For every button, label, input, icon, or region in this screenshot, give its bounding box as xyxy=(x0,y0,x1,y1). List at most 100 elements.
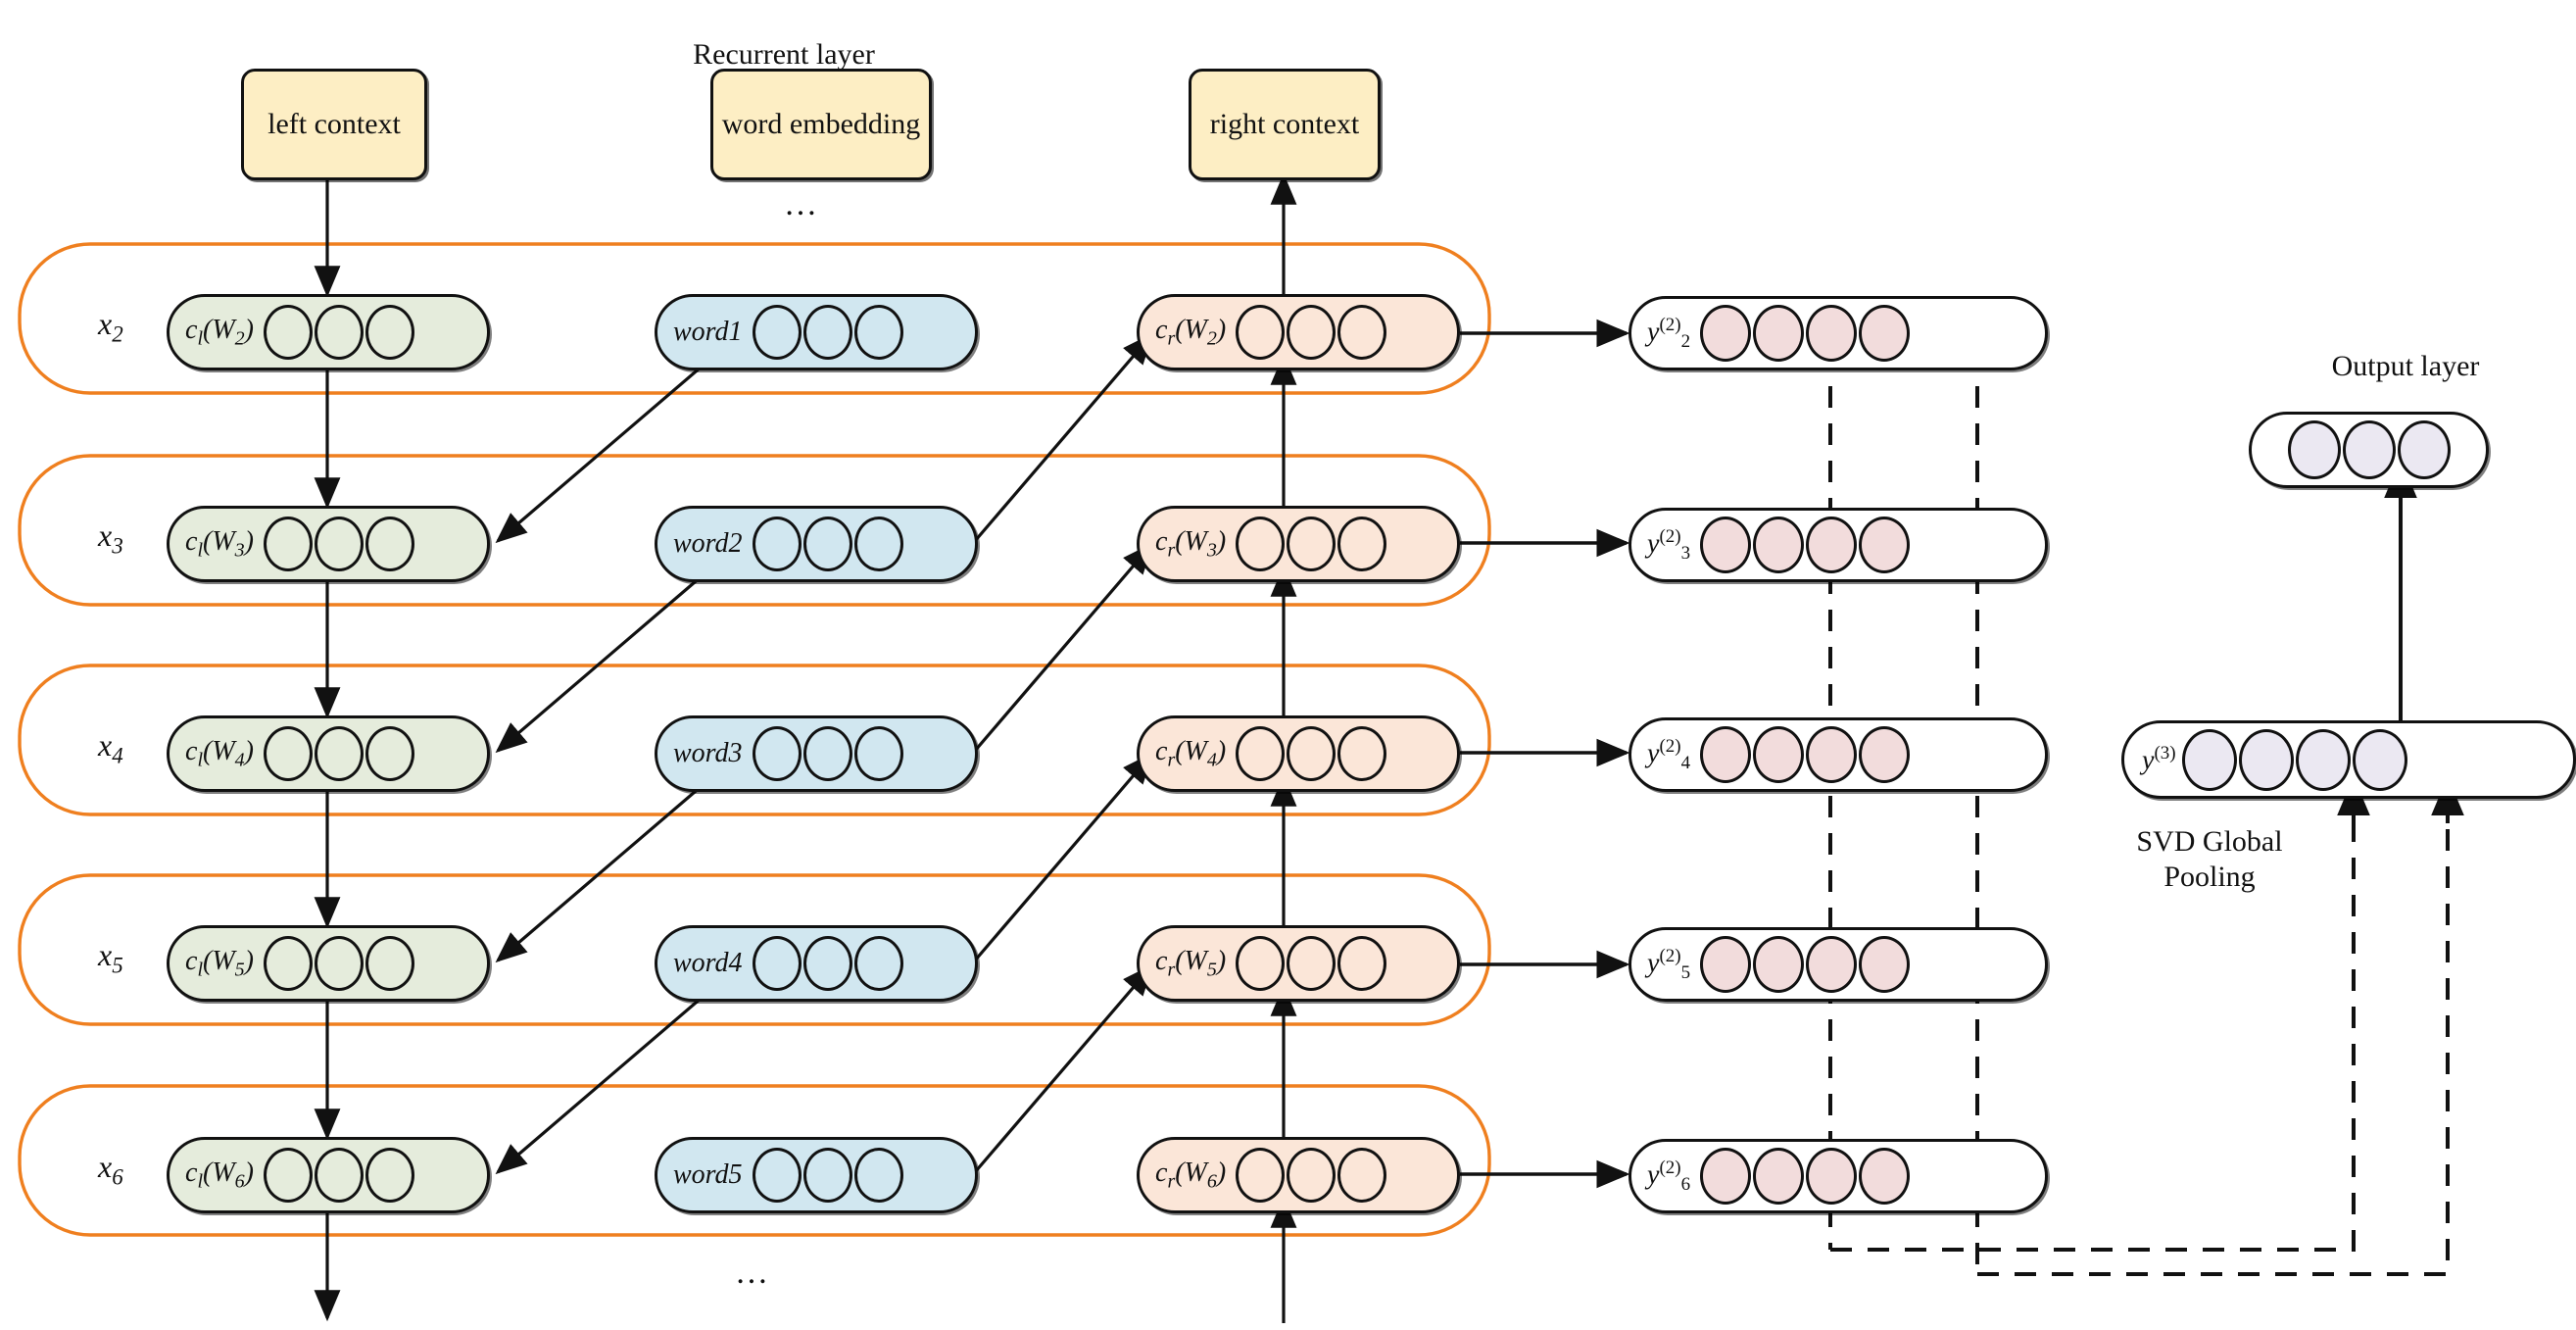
vector-cell xyxy=(1859,726,1911,783)
word-embedding-2-label: word2 xyxy=(673,528,743,559)
vector-cell xyxy=(314,1148,364,1203)
vector-cell xyxy=(2181,728,2237,791)
left-context-state-6: cl(W6) xyxy=(167,1137,490,1213)
word-embedding-4-cells xyxy=(752,936,903,991)
y2-vector-3: y(2)3 xyxy=(1628,508,2048,582)
vector-cell xyxy=(263,305,313,360)
vector-cell xyxy=(263,936,313,991)
vector-cell xyxy=(1337,517,1387,571)
y2-vector-6-cells xyxy=(1700,1148,1911,1205)
right-context-state-2-label: cr(W2) xyxy=(1155,314,1227,350)
word-embedding-2-cells xyxy=(752,517,903,571)
vector-cell xyxy=(1753,936,1805,993)
vector-cell xyxy=(802,1148,852,1203)
y2-vector-5-cells xyxy=(1700,936,1911,993)
word-embedding-box: word embedding xyxy=(710,69,932,180)
right-context-state-6-label: cr(W6) xyxy=(1155,1157,1227,1193)
word-embedding-3-label: word3 xyxy=(673,738,743,768)
right-context-state-4-cells xyxy=(1236,726,1387,781)
vector-cell xyxy=(314,517,364,571)
left-context-state-6-label: cl(W6) xyxy=(185,1157,254,1193)
vector-cell xyxy=(365,517,414,571)
vector-cell xyxy=(2287,420,2341,479)
vector-cell xyxy=(1236,517,1286,571)
vector-cell xyxy=(853,517,903,571)
right-context-state-2: cr(W2) xyxy=(1137,294,1460,370)
right-context-box: right context xyxy=(1189,69,1381,180)
vector-cell xyxy=(1859,936,1911,993)
vector-cell xyxy=(314,726,364,781)
left-context-state-5-label: cl(W5) xyxy=(185,945,254,981)
right-context-label: right context xyxy=(1209,107,1360,140)
vector-cell xyxy=(752,1148,802,1203)
right-context-state-3-cells xyxy=(1236,517,1387,571)
left-context-state-4-cells xyxy=(263,726,414,781)
vector-cell xyxy=(314,936,364,991)
vector-cell xyxy=(752,726,802,781)
word-embedding-2: word2 xyxy=(655,506,978,582)
word-embedding-4: word4 xyxy=(655,925,978,1002)
vector-cell xyxy=(802,305,852,360)
vector-cell xyxy=(365,936,414,991)
svd-pooling-sup: (3) xyxy=(2154,742,2176,764)
right-context-state-3-label: cr(W3) xyxy=(1155,525,1227,562)
vector-cell xyxy=(263,517,313,571)
row-index-label-3: x3 xyxy=(98,517,123,559)
vector-cell xyxy=(1337,1148,1387,1203)
y2-vector-5: y(2)5 xyxy=(1628,927,2048,1002)
vector-cell xyxy=(1806,726,1858,783)
vector-cell xyxy=(1700,1148,1752,1205)
word-to-right-context-diagonals xyxy=(973,332,1154,1174)
svd-pooling-pill: y(3) xyxy=(2121,720,2576,799)
vector-cell xyxy=(2342,420,2396,479)
y2-vector-5-label: y(2)5 xyxy=(1647,945,1691,983)
right-context-state-4-label: cr(W4) xyxy=(1155,735,1227,771)
vector-cell xyxy=(1337,305,1387,360)
word-embedding-3: word3 xyxy=(655,715,978,792)
row-index-label-5: x5 xyxy=(98,937,123,978)
vector-cell xyxy=(1236,936,1286,991)
word-embedding-1-label: word1 xyxy=(673,317,743,347)
vector-cell xyxy=(1287,305,1337,360)
vector-cell xyxy=(1287,936,1337,991)
right-context-state-6-cells xyxy=(1236,1148,1387,1203)
right-context-state-5-cells xyxy=(1236,936,1387,991)
output-layer-pill xyxy=(2249,412,2489,488)
y2-vector-6-label: y(2)6 xyxy=(1647,1157,1691,1195)
word-embedding-5-label: word5 xyxy=(673,1159,743,1190)
vector-cell xyxy=(752,936,802,991)
y2-vector-2-label: y(2)2 xyxy=(1647,314,1691,352)
left-context-state-3: cl(W3) xyxy=(167,506,490,582)
y2-vector-6: y(2)6 xyxy=(1628,1139,2048,1213)
left-context-state-2-label: cl(W2) xyxy=(185,314,254,350)
word-embedding-5: word5 xyxy=(655,1137,978,1213)
vector-cell xyxy=(1859,517,1911,573)
left-context-state-2-cells xyxy=(263,305,414,360)
vector-cell xyxy=(1859,305,1911,362)
vector-cell xyxy=(1753,305,1805,362)
right-context-state-5: cr(W5) xyxy=(1137,925,1460,1002)
word-embedding-1: word1 xyxy=(655,294,978,370)
y2-vector-3-label: y(2)3 xyxy=(1647,525,1691,564)
vector-cell xyxy=(1806,305,1858,362)
vector-cell xyxy=(2238,728,2294,791)
vector-cell xyxy=(802,726,852,781)
vector-cell xyxy=(314,305,364,360)
row-index-label-4: x4 xyxy=(98,727,123,768)
left-context-state-5-cells xyxy=(263,936,414,991)
vector-cell xyxy=(1806,517,1858,573)
vector-cell xyxy=(1287,726,1337,781)
vector-cell xyxy=(1287,1148,1337,1203)
recurrent-layer-title: Recurrent layer xyxy=(693,38,875,71)
svd-pooling-label: y(3) xyxy=(2142,742,2176,776)
word-embedding-5-cells xyxy=(752,1148,903,1203)
output-layer-title: Output layer xyxy=(2331,350,2480,382)
left-context-state-3-cells xyxy=(263,517,414,571)
vector-cell xyxy=(1337,726,1387,781)
word-embedding-label: word embedding xyxy=(721,107,921,140)
word-embedding-ellipsis: … xyxy=(784,186,821,222)
vector-cell xyxy=(1859,1148,1911,1205)
left-context-state-3-label: cl(W3) xyxy=(185,525,254,562)
vector-cell xyxy=(365,305,414,360)
